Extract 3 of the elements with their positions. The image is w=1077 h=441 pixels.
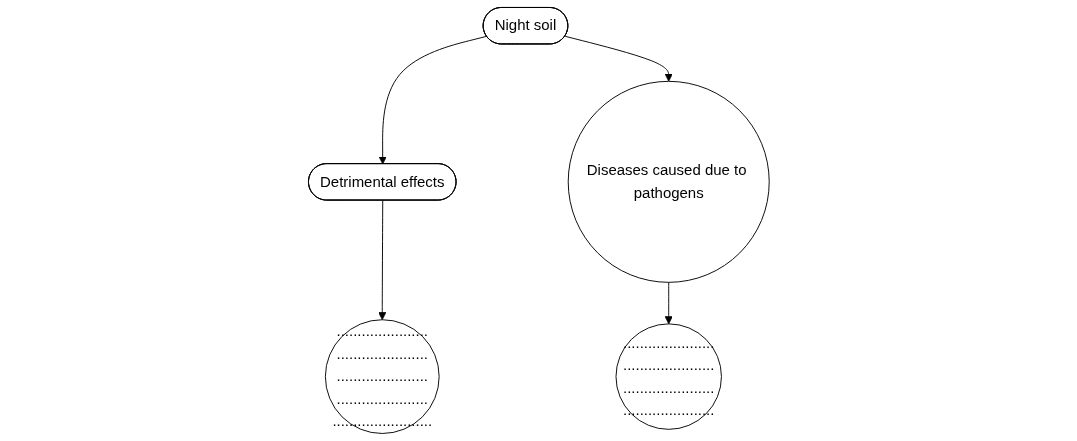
node-circle: ...................... ...................... ...................... ...................... — [615, 323, 722, 430]
node-circle: ...................... ...................... ...................... ...................... ........................ — [324, 319, 440, 434]
node-circle: Diseases caused due to pathogens — [567, 80, 770, 283]
